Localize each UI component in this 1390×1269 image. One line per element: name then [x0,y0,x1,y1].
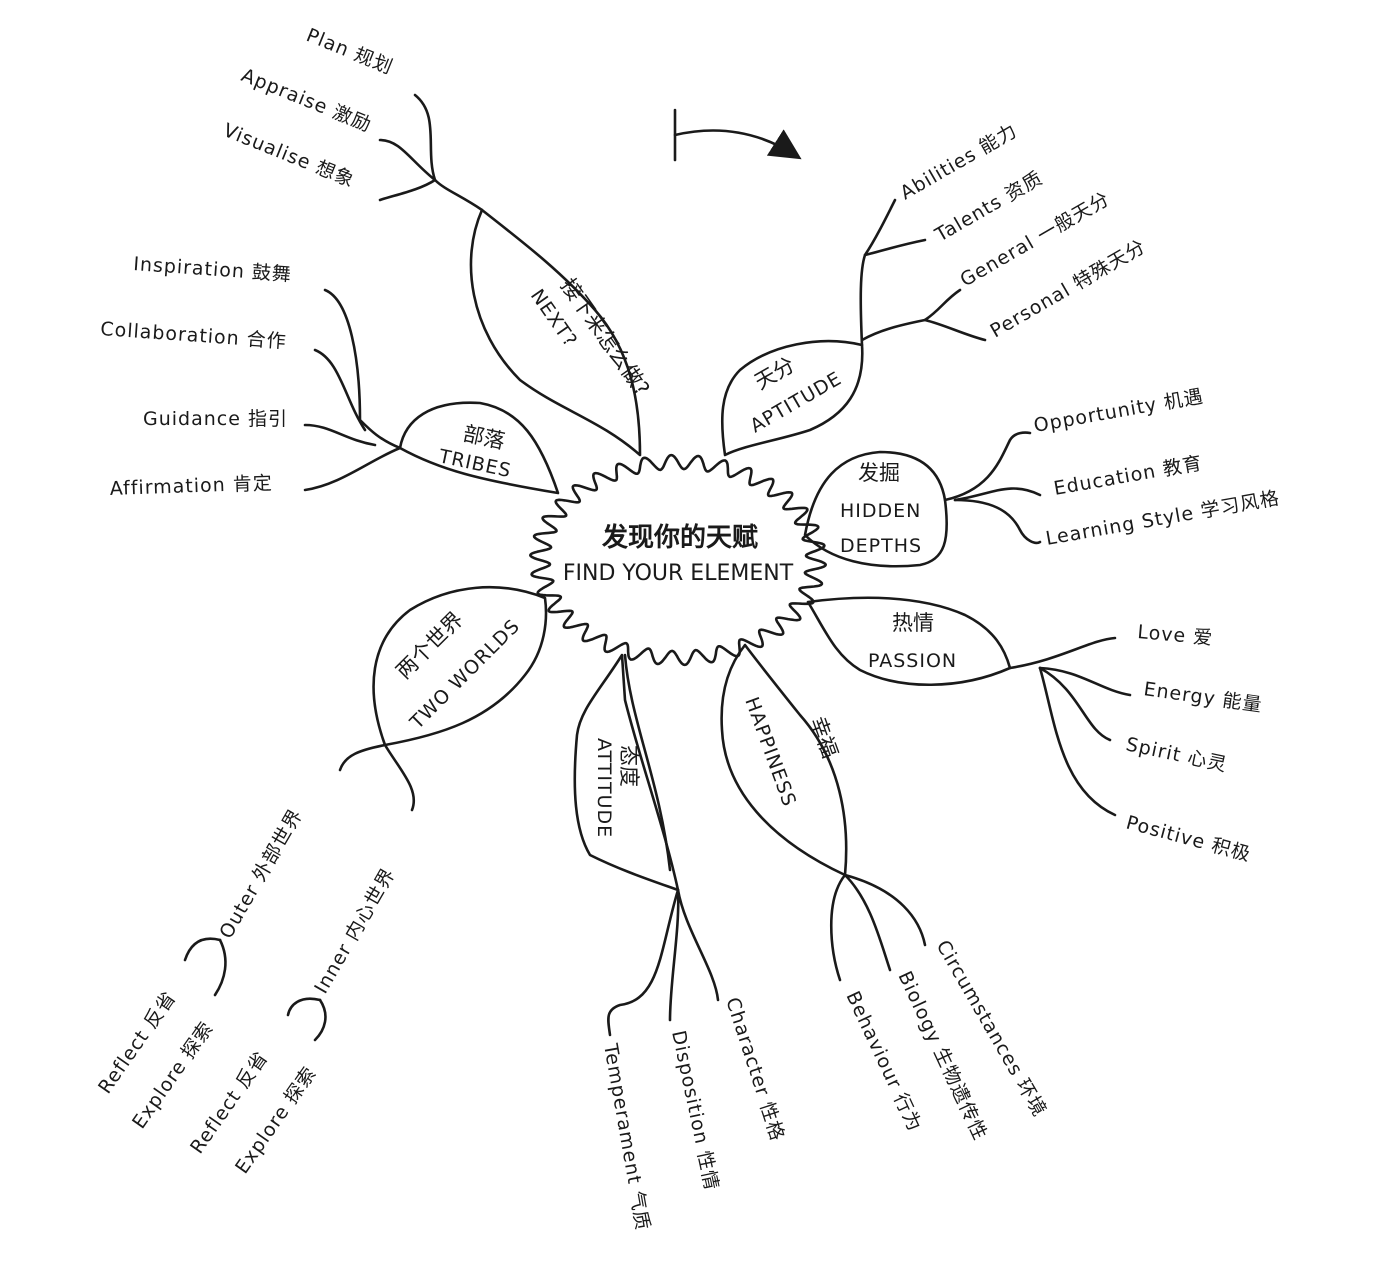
leaf-inner: Inner 内心世界 [310,864,400,997]
leaf-visualise: Visualise 想象 [220,119,358,192]
leaf-temperament: Temperament 气质 [599,1041,654,1232]
branch-happiness: 幸福 HAPPINESS Behaviour 行为 Biology 生物遗传性 … [720,643,1051,1144]
branch-passion: 热情 PASSION Love 爱 Energy 能量 Spirit 心灵 Po… [806,596,1264,866]
branch-next: 接下来怎么做? NEXT? Plan 规划 Appraise 激励 Visual… [220,24,654,457]
leaf-character: Character 性格 [721,995,788,1144]
branch-happiness-title-zh: 幸福 [805,714,842,762]
branch-two-worlds-leaf-shape [372,585,548,747]
leaf-inspiration: Inspiration 鼓舞 [133,253,293,286]
leaf-education: Education 教育 [1052,452,1204,500]
branch-passion-title-zh: 热情 [892,611,934,635]
leaf-outer: Outer 外部世界 [215,805,307,942]
branch-hidden-depths-title-en1: HIDDEN [840,500,921,522]
leaf-affirmation: Affirmation 肯定 [109,472,273,500]
branch-attitude-title-en: ATTITUDE [593,738,615,838]
rotation-arrow-icon [673,108,802,162]
center-title-en: FIND YOUR ELEMENT [563,561,794,586]
branch-hidden-depths: 发掘 HIDDEN DEPTHS Opportunity 机遇 Educatio… [803,385,1282,568]
leaf-learning-style: Learning Style 学习风格 [1044,487,1282,550]
branch-two-worlds: 两个世界 TWO WORLDS Outer 外部世界 Inner 内心世界 Re… [94,585,548,1178]
leaf-appraise: Appraise 激励 [238,64,375,136]
center-wavy-outline [529,453,827,667]
leaf-love: Love 爱 [1137,621,1214,650]
branch-attitude-leaf-shape [573,653,680,892]
leaf-positive: Positive 积极 [1124,812,1254,866]
branch-two-worlds-title-en: TWO WORLDS [405,615,524,734]
leaf-opportunity: Opportunity 机遇 [1032,385,1205,437]
branch-hidden-depths-title-en2: DEPTHS [840,535,922,557]
branch-aptitude: 天分 APTITUDE Abilities 能力 Talents 资质 Gene… [720,120,1150,457]
branch-tribes: 部落 TRIBES Inspiration 鼓舞 Collaboration 合… [100,253,560,500]
branch-attitude-title-zh: 态度 [617,745,641,787]
branch-tribes-leaf-shape [398,401,560,495]
branch-hidden-depths-title-zh: 发掘 [858,461,900,485]
leaf-guidance: Guidance 指引 [143,408,288,430]
center-title-zh: 发现你的天赋 [601,522,758,553]
branch-happiness-title-en: HAPPINESS [740,694,800,810]
leaf-spirit: Spirit 心灵 [1124,733,1229,776]
leaf-disposition: Disposition 性情 [667,1028,722,1192]
branch-tribes-title-zh: 部落 [461,421,507,453]
branch-passion-title-en: PASSION [868,650,957,672]
leaf-plan: Plan 规划 [303,24,396,79]
leaf-collaboration: Collaboration 合作 [100,318,288,353]
leaf-energy: Energy 能量 [1142,678,1263,716]
